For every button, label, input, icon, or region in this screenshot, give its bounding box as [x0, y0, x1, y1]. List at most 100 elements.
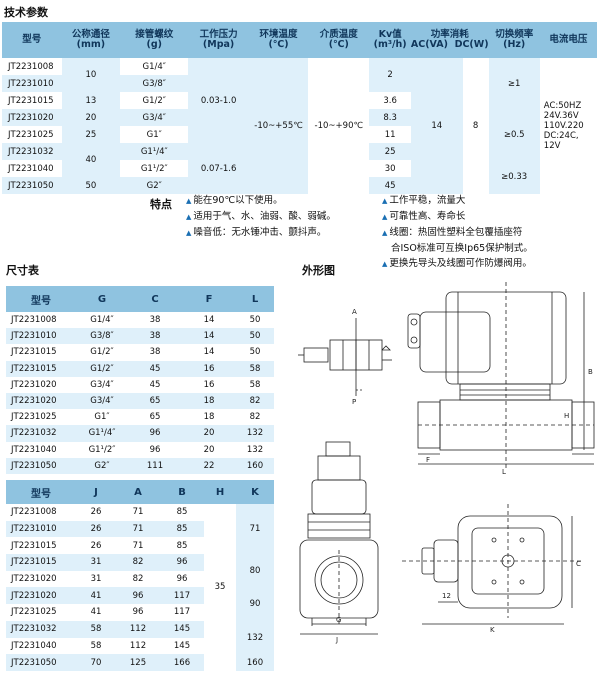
dim2-cell: 145: [173, 640, 191, 651]
tech-thread-cell: G1¹/4″: [120, 143, 189, 160]
dim1-cell: 14: [182, 328, 236, 345]
label-b: B: [588, 368, 593, 376]
feature-item: 合ISO标准可互换Ip65保护制式。: [391, 243, 533, 254]
dim2-cell: 82: [132, 574, 144, 585]
dim2-cell: 85: [176, 507, 188, 518]
tech-thread-cell: G3/8″: [120, 75, 189, 92]
th-env-temp: 环境温度(℃): [248, 22, 309, 58]
th-kv: Kv值(m³/h): [369, 22, 411, 58]
dim2-header: A: [116, 480, 160, 504]
dim2-cell: JT2231040: [11, 640, 57, 651]
tech-kv-cell: 25: [369, 143, 411, 160]
dim1-cell: 18: [182, 392, 236, 410]
th-bore: 公称通径(mm): [61, 22, 121, 58]
feature-item: ▲能在90℃以下使用。: [186, 195, 283, 206]
tech-model-cell: JT2231040: [8, 163, 54, 174]
tech-media-cell: -10~+90℃: [308, 58, 370, 194]
dim1-cell: 45: [128, 360, 182, 377]
label-l: L: [502, 468, 506, 476]
dim1-cell: 14: [203, 347, 215, 358]
dim2-k-cell: 132: [236, 620, 274, 655]
dim1-cell: 58: [236, 360, 274, 377]
dim2-cell: JT2231020: [6, 587, 76, 605]
dim1-cell: JT2231020: [11, 379, 57, 390]
tech-bore-cell: 13: [61, 92, 121, 109]
dim2-cell: 96: [116, 587, 160, 605]
feature-item: ▲线圈：热固性塑料全包覆插座符: [382, 227, 523, 238]
tech-model-cell: JT2231032: [2, 143, 62, 160]
tech-kv-cell: 2: [369, 58, 411, 92]
tech-model-cell: JT2231025: [8, 129, 54, 140]
dim1-header: F: [182, 286, 236, 312]
tech-model-cell: JT2231015: [8, 95, 54, 106]
tech-thread-cell: G1/2″: [142, 95, 166, 106]
dim2-header: K: [236, 480, 274, 504]
dim1-header: C: [128, 286, 182, 312]
th-model: 型号: [2, 22, 62, 58]
tech-bore-cell: 25: [61, 126, 121, 143]
th-freq: 切换频率(Hz): [488, 22, 540, 58]
dim2-cell: 112: [129, 640, 147, 651]
dim1-cell: G1¹/4″: [76, 425, 128, 442]
dim1-cell: 96: [149, 444, 161, 455]
dim2-header: 型号: [6, 480, 76, 504]
tech-thread-cell: G2″: [120, 177, 189, 194]
tech-kv-cell: 11: [369, 126, 411, 143]
th-thread: 接管螺纹(g): [120, 22, 189, 58]
outline-drawings: A P B H F L: [298, 282, 595, 644]
tech-thread-cell: G3/4″: [120, 109, 189, 126]
dim2-cell: 71: [116, 520, 160, 538]
label-j: J: [335, 636, 338, 644]
tech-section-title: 技术参数: [4, 6, 48, 19]
dim1-cell: G3/4″: [90, 379, 114, 390]
valve-top-view-icon: [402, 504, 582, 625]
dim2-cell: 85: [176, 540, 188, 551]
dim1-cell: 50: [249, 347, 261, 358]
th-media-temp: 介质温度(℃): [308, 22, 370, 58]
dim1-cell: 65: [128, 392, 182, 410]
dim2-cell: JT2231010: [6, 520, 76, 538]
dim2-cell: JT2231015: [11, 540, 57, 551]
label-g: G: [336, 616, 341, 624]
valve-front-view-icon: [299, 441, 379, 635]
dim2-cell: 31: [90, 574, 102, 585]
dim2-cell: 96: [132, 607, 144, 618]
dim1-cell: 50: [236, 328, 274, 345]
th-pressure: 工作压力(Mpa): [188, 22, 249, 58]
tech-freq-cell: ≥0.33: [488, 160, 540, 194]
dim2-k-cell: 71: [236, 504, 274, 555]
dim2-k-cell: 90: [236, 587, 274, 621]
dim1-cell: G3/4″: [76, 392, 128, 410]
dim1-cell: 50: [249, 315, 261, 326]
dim1-cell: 14: [203, 315, 215, 326]
dim2-h-cell: 35: [204, 504, 236, 671]
tech-freq-cell: ≥1: [488, 58, 540, 109]
outline-title: 外形图: [302, 264, 335, 277]
dim2-header: B: [160, 480, 204, 504]
dim2-cell: 26: [76, 520, 116, 538]
label-f: F: [426, 456, 430, 464]
dim1-header: L: [236, 286, 274, 312]
dim1-header: G: [76, 286, 128, 312]
dim1-cell: 18: [203, 412, 215, 423]
dim2-header: H: [204, 480, 236, 504]
dim2-cell: JT2231025: [11, 607, 57, 618]
dim2-cell: 82: [116, 554, 160, 571]
tech-bore-cell: 50: [61, 177, 121, 194]
dim1-cell: 20: [203, 444, 215, 455]
tech-thread-cell: G1/4″: [142, 61, 166, 72]
features-left: ▲能在90℃以下使用。 ▲适用于气、水、油弱、酸、弱碱。 ▲噪音低：无水锤冲击、…: [186, 193, 336, 241]
label-h: H: [564, 412, 569, 420]
dim2-cell: JT2231020: [11, 574, 57, 585]
features-label: 特点: [150, 198, 172, 211]
tech-freq-cell: ≥0.5: [488, 109, 540, 160]
label-12: 12: [442, 592, 451, 600]
dim1-cell: 16: [182, 360, 236, 377]
dim1-cell: G3/8″: [76, 328, 128, 345]
dim2-cell: 70: [76, 654, 116, 671]
features-right: ▲工作平稳，流量大 ▲可靠性高、寿命长 ▲线圈：热固性塑料全包覆插座符 合ISO…: [382, 193, 533, 272]
tech-env-cell: -10~+55℃: [248, 58, 309, 194]
dim1-cell: G2″: [76, 457, 128, 474]
tech-model-cell: JT2231050: [2, 177, 62, 194]
